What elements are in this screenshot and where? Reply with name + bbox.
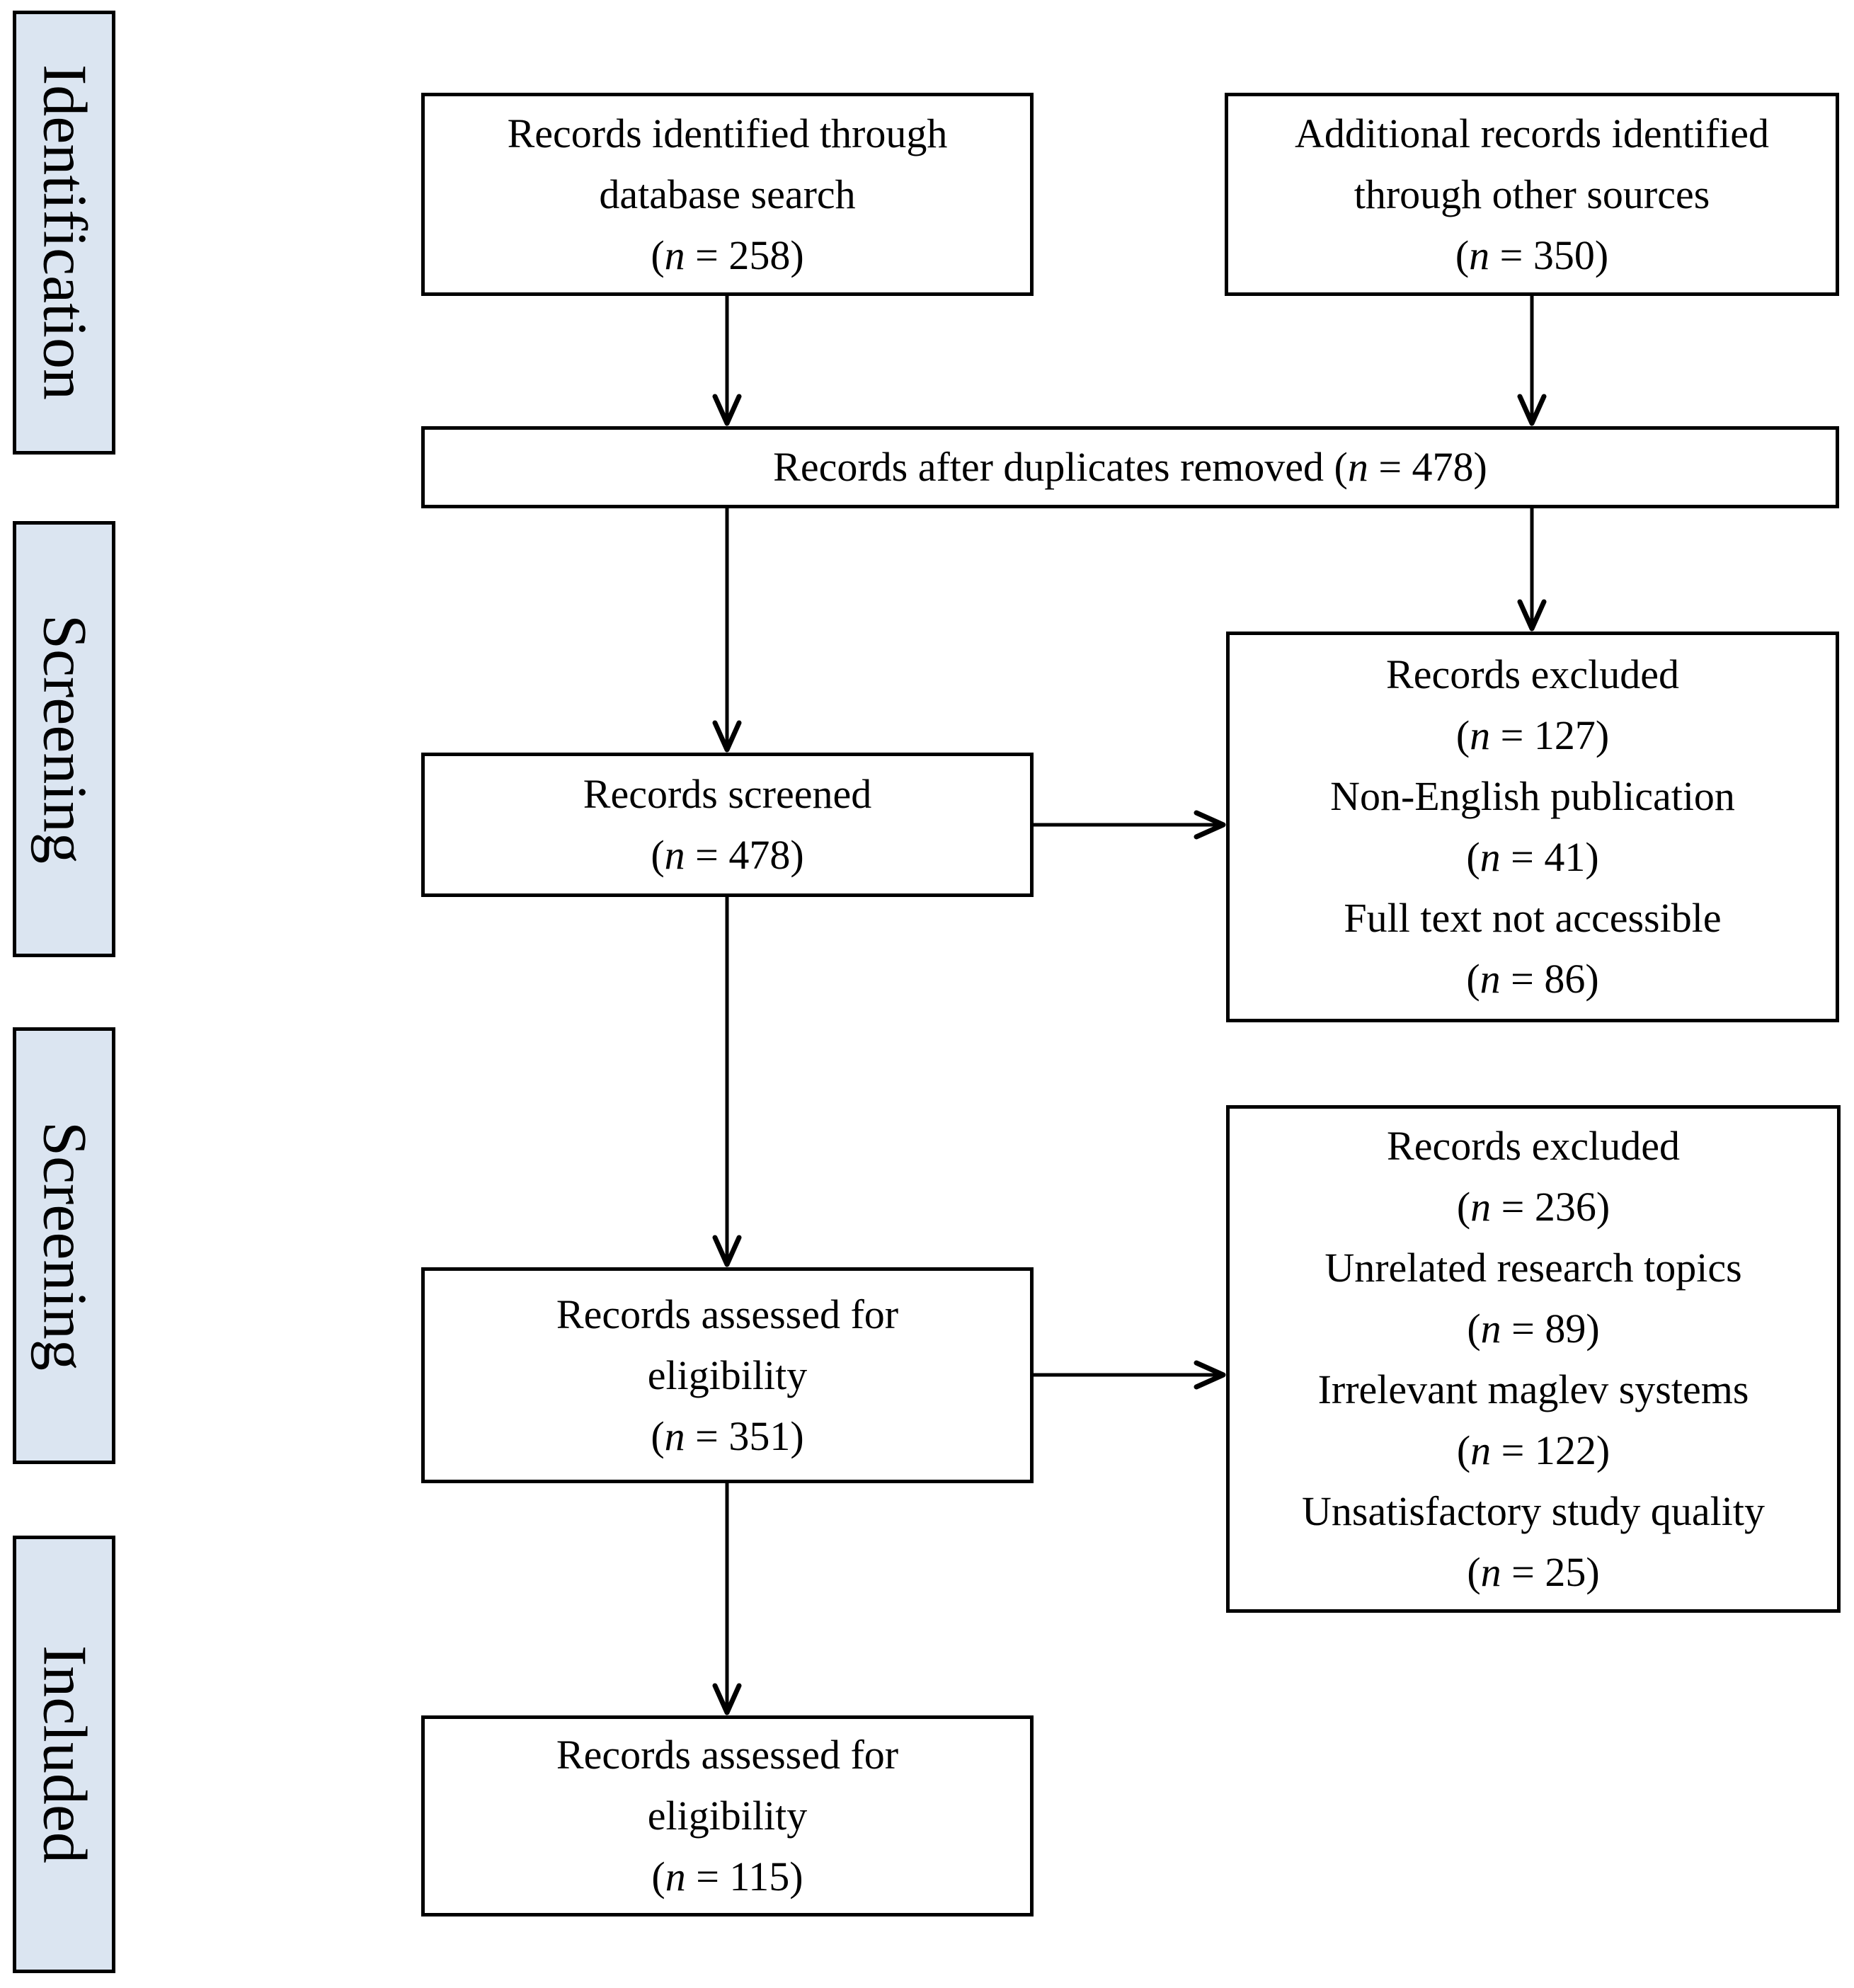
stage-identification: Identification <box>13 11 115 455</box>
box-text-line: Records assessed for <box>556 1732 899 1778</box>
box-text-line: Unrelated research topics <box>1324 1244 1742 1291</box>
box-count-line: (n = 258) <box>651 232 804 278</box>
box-text-line: Records excluded <box>1386 651 1679 697</box>
n-variable: n <box>1480 1305 1501 1352</box>
box-text-line: Full text not accessible <box>1344 895 1722 941</box>
box-count-line: (n = 122) <box>1456 1427 1610 1473</box>
n-variable: n <box>1470 712 1491 758</box>
stage-label-identification: Identification <box>30 64 99 401</box>
box-text-line: Records excluded <box>1387 1122 1680 1169</box>
stage-screening-1: Screening <box>13 521 115 957</box>
n-variable: n <box>1480 834 1501 880</box>
box-text-line: eligibility <box>647 1793 808 1839</box>
box-text-line: Irrelevant maglev systems <box>1317 1366 1749 1412</box>
box-count-line: (n = 478) <box>651 832 804 878</box>
n-variable: n <box>1470 1183 1492 1230</box>
n-variable: n <box>665 1853 686 1900</box>
box-text-line: through other sources <box>1354 171 1710 217</box>
box-text-line: Records identified through <box>507 110 948 156</box>
n-variable: n <box>1480 1548 1501 1595</box>
records-excluded-eligibility-box: Records excluded (n = 236) Unrelated res… <box>1226 1105 1841 1613</box>
records-assessed-box: Records assessed for eligibility (n = 35… <box>421 1267 1034 1483</box>
box-count-line: (n = 25) <box>1467 1548 1600 1595</box>
box-text-line: Records after duplicates removed (n = 47… <box>773 444 1487 490</box>
box-count-line: (n = 350) <box>1455 232 1609 278</box>
box-text-line: Additional records identified <box>1294 110 1770 156</box>
box-count-line: (n = 115) <box>651 1853 803 1900</box>
box-count-line: (n = 86) <box>1466 956 1599 1002</box>
records-screened-box: Records screened (n = 478) <box>421 753 1034 897</box>
n-variable: n <box>664 1412 685 1459</box>
box-text-line: database search <box>599 171 856 217</box>
box-count-line: (n = 236) <box>1456 1183 1610 1230</box>
n-variable: n <box>664 232 685 278</box>
stage-screening-2: Screening <box>13 1027 115 1464</box>
box-text-line: Records assessed for <box>556 1291 899 1337</box>
records-included-box: Records assessed for eligibility (n = 11… <box>421 1715 1034 1916</box>
n-variable: n <box>1470 1427 1492 1473</box>
n-variable: n <box>1469 232 1490 278</box>
n-variable: n <box>1480 956 1501 1002</box>
box-count-line: (n = 41) <box>1466 834 1599 880</box>
stage-label-screening-2: Screening <box>30 1121 99 1371</box>
additional-records-box: Additional records identified through ot… <box>1225 93 1839 296</box>
stage-included: Included <box>13 1536 115 1973</box>
box-count-line: (n = 351) <box>651 1412 804 1459</box>
records-identified-box: Records identified through database sear… <box>421 93 1034 296</box>
box-count-line: (n = 89) <box>1467 1305 1600 1352</box>
box-text-line: Unsatisfactory study quality <box>1301 1487 1765 1534</box>
box-text-line: Records screened <box>583 771 872 817</box>
box-text-line: Non-English publication <box>1330 773 1735 819</box>
duplicates-removed-box: Records after duplicates removed (n = 47… <box>421 426 1839 508</box>
stage-label-screening-1: Screening <box>30 615 99 864</box>
records-excluded-screening-box: Records excluded (n = 127) Non-English p… <box>1226 632 1839 1022</box>
box-count-line: (n = 127) <box>1455 712 1610 758</box>
n-variable: n <box>1347 444 1368 490</box>
box-text-line: eligibility <box>647 1352 808 1398</box>
stage-label-included: Included <box>30 1645 99 1863</box>
n-variable: n <box>664 832 685 878</box>
